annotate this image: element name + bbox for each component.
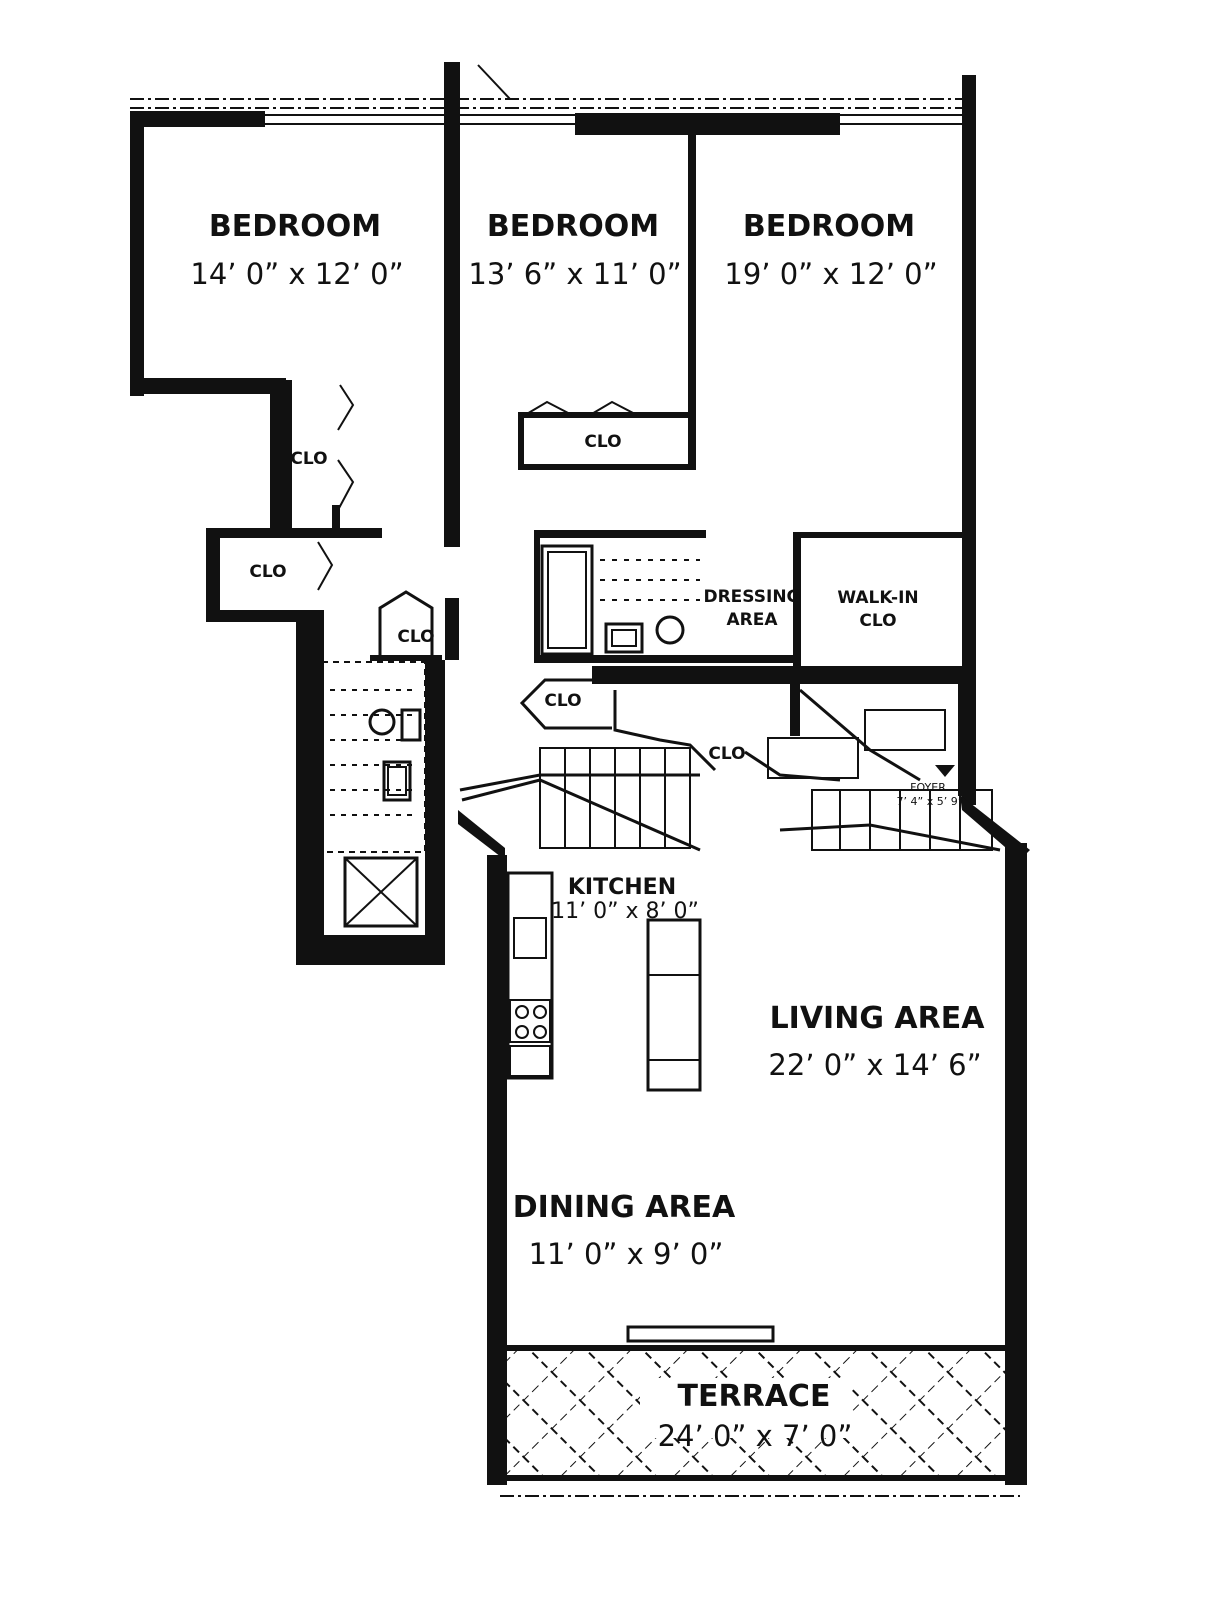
- walkin-clo-line1: WALK-IN: [837, 588, 918, 608]
- exterior-walls: [130, 62, 1030, 1485]
- kitchen-counters: [506, 871, 702, 1092]
- living-area-name: LIVING AREA: [770, 1001, 986, 1036]
- clo-left-lower: CLO: [249, 562, 286, 582]
- bedroom-middle-name: BEDROOM: [487, 209, 659, 244]
- foyer-name: FOYER: [910, 781, 946, 794]
- interior-walls: [286, 135, 966, 796]
- dining-area-dims: 11’ 0” x 9’ 0”: [529, 1237, 724, 1271]
- kitchen-dims: 11’ 0” x 8’ 0”: [551, 899, 699, 924]
- terrace-dims: 24’ 0” x 7’ 0”: [658, 1419, 853, 1453]
- bedroom-left-name: BEDROOM: [209, 209, 381, 244]
- clo-left-upper: CLO: [290, 449, 327, 469]
- clo-hall: CLO: [397, 627, 434, 647]
- closet-doors: [317, 384, 638, 730]
- living-area-dims: 22’ 0” x 14’ 6”: [768, 1048, 981, 1082]
- bedroom-left-dims: 14’ 0” x 12’ 0”: [190, 257, 403, 291]
- clo-middle-bedroom: CLO: [584, 432, 621, 452]
- bathroom-left: [321, 661, 426, 853]
- bedroom-right-name: BEDROOM: [743, 209, 915, 244]
- bedroom-right-dims: 19’ 0” x 12’ 0”: [724, 257, 937, 291]
- walkin-clo-line2: CLO: [859, 611, 896, 631]
- staircase-right: [744, 688, 1001, 852]
- dining-area-name: DINING AREA: [513, 1190, 736, 1225]
- foyer-dims: 7’ 4” x 5’ 9”: [897, 795, 964, 808]
- terrace-name: TERRACE: [678, 1379, 831, 1414]
- property-line-top: [130, 64, 965, 109]
- kitchen-name: KITCHEN: [568, 875, 676, 900]
- dressing-area-line2: AREA: [726, 610, 778, 630]
- clo-foyer: CLO: [708, 744, 745, 764]
- dressing-area-line1: DRESSING: [703, 587, 800, 607]
- bathroom-master: [540, 544, 700, 656]
- shaft: [343, 856, 419, 928]
- clo-stair: CLO: [544, 691, 581, 711]
- terrace: [497, 1345, 1023, 1481]
- windows: [265, 114, 962, 1343]
- staircase-left: [459, 690, 717, 852]
- bedroom-middle-dims: 13’ 6” x 11’ 0”: [468, 257, 681, 291]
- room-labels: BEDROOM 14’ 0” x 12’ 0” BEDROOM 13’ 6” x…: [190, 209, 985, 1453]
